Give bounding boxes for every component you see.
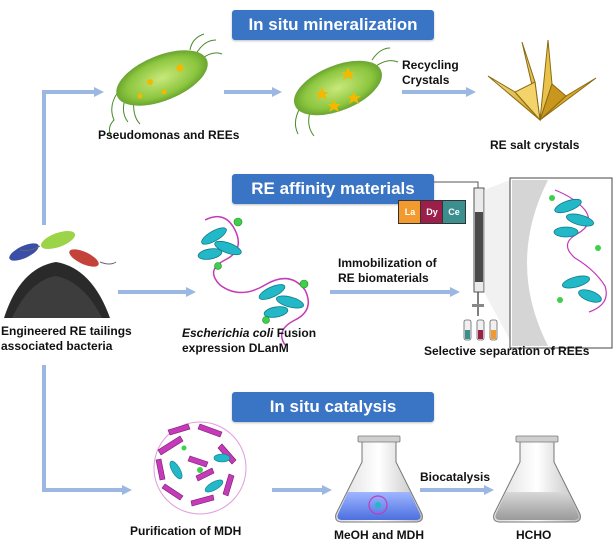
label-recycling: Recycling Crystals bbox=[402, 58, 459, 87]
element-box-dy: Dy bbox=[420, 200, 444, 224]
section-banner-catalysis: In situ catalysis bbox=[232, 392, 434, 422]
re-salt-crystals bbox=[487, 39, 597, 122]
meoh-mdh-flask bbox=[335, 435, 423, 523]
label-pseudomonas: Pseudomonas and REEs bbox=[98, 128, 240, 142]
trunk-arrows bbox=[42, 87, 494, 495]
label-ecoli-expression: Escherichia coli Fusion expression DLanM bbox=[182, 326, 317, 355]
section-banner-affinity: RE affinity materials bbox=[232, 174, 434, 204]
pseudomonas-bacterium-2 bbox=[294, 47, 399, 137]
label-biocatalysis: Biocatalysis bbox=[420, 470, 491, 484]
label-purification-mdh: Purification of MDH bbox=[130, 524, 242, 538]
label-meoh-mdh: MeOH and MDH bbox=[334, 528, 424, 542]
mdh-protein bbox=[153, 421, 247, 515]
magnified-protein-panel bbox=[509, 177, 613, 349]
collection-tubes bbox=[463, 319, 498, 341]
label-selective-separation: Selective separation of REEs bbox=[424, 344, 590, 358]
engineered-bacteria-soil bbox=[4, 230, 117, 318]
label-engineered-bacteria: Engineered RE tailings associated bacter… bbox=[1, 324, 132, 353]
section-banner-mineralization: In situ mineralization bbox=[232, 10, 434, 40]
label-hcho: HCHO bbox=[516, 528, 552, 542]
element-box-la: La bbox=[398, 200, 422, 224]
element-box-ce: Ce bbox=[442, 200, 466, 224]
separation-column bbox=[419, 180, 510, 340]
pseudomonas-bacterium-1 bbox=[108, 33, 223, 139]
label-immobilization: Immobilization of RE biomaterials bbox=[338, 256, 437, 285]
dlanm-protein bbox=[197, 215, 310, 346]
hcho-flask bbox=[493, 435, 581, 523]
label-re-salt-crystals: RE salt crystals bbox=[490, 138, 580, 152]
ecoli-species: Escherichia coli bbox=[182, 326, 274, 340]
